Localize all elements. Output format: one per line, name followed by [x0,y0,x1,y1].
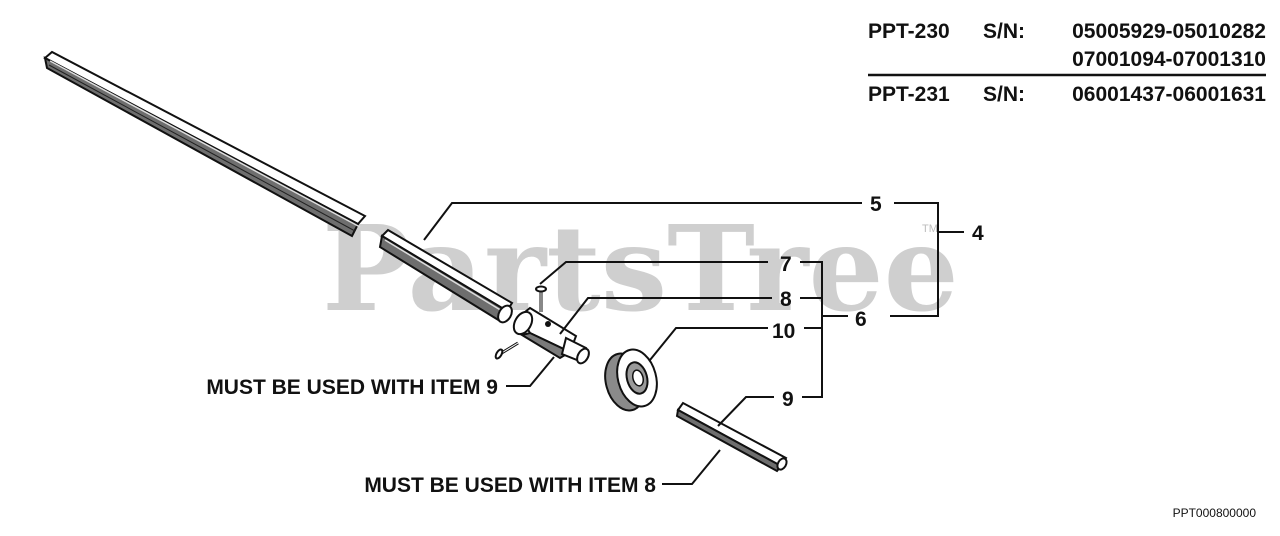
short-shaft-part-9 [675,401,788,473]
drive-shaft-lower [378,228,514,324]
model-ppt230: PPT-230 [868,20,950,43]
callout-9: 9 [782,388,794,411]
serial-label-2: S/N: [983,83,1025,106]
leader-lines [423,202,964,485]
watermark-trademark: TM [922,223,938,235]
callout-6: 6 [855,308,867,331]
callout-10: 10 [772,320,795,343]
coupler-part-8 [512,306,590,365]
callout-8: 8 [780,288,792,311]
callout-5: 5 [870,193,882,216]
serial-range-1b: 07001094-07001310 [1072,48,1266,71]
model-ppt231: PPT-231 [868,83,950,106]
bearing-part-10 [604,348,658,412]
callout-7: 7 [780,253,792,276]
note-must-use-item-9: MUST BE USED WITH ITEM 9 [206,376,498,399]
callout-4: 4 [972,222,984,245]
drive-shaft-upper [43,50,367,238]
diagram-code: PPT000800000 [1173,506,1257,520]
serial-label-1: S/N: [983,20,1025,43]
note-must-use-item-8: MUST BE USED WITH ITEM 8 [364,474,656,497]
serial-range-2: 06001437-06001631 [1072,83,1266,106]
screw-lower [494,341,519,360]
screw-part-7 [535,285,547,312]
serial-range-1a: 05005929-05010282 [1072,20,1266,43]
